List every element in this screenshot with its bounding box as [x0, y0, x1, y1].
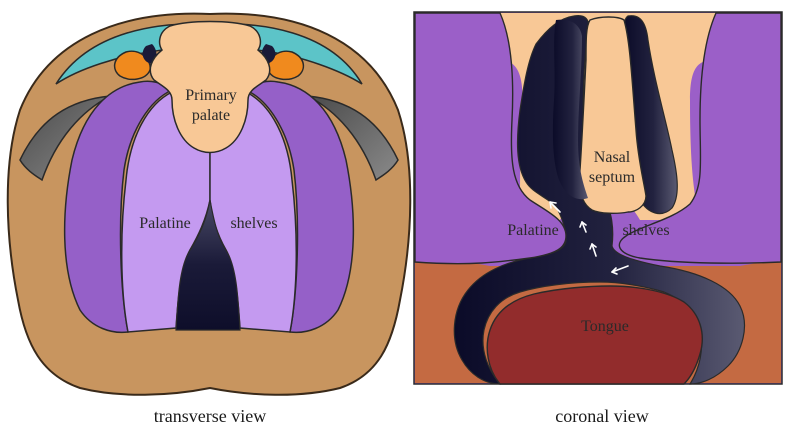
transverse-palatine-label: Palatine	[139, 215, 191, 232]
coronal-view-panel: Nasal septum Palatine shelves Tongue cor…	[414, 12, 782, 426]
tongue-label: Tongue	[581, 318, 629, 335]
primary-palate-label-line2: palate	[192, 107, 230, 124]
nasal-septum-label-line1: Nasal	[594, 149, 631, 166]
transverse-caption: transverse view	[154, 406, 266, 426]
transverse-shelves-label: shelves	[230, 215, 277, 232]
coronal-caption: coronal view	[555, 406, 648, 426]
transverse-view-panel: Primary palate Palatine shelves transver…	[8, 14, 411, 426]
coronal-tongue	[487, 286, 702, 384]
coronal-shelves-label: shelves	[622, 222, 669, 239]
coronal-palatine-label: Palatine	[507, 222, 559, 239]
primary-palate-label-line1: Primary	[185, 87, 237, 104]
nasal-septum-label-line2: septum	[589, 169, 636, 186]
